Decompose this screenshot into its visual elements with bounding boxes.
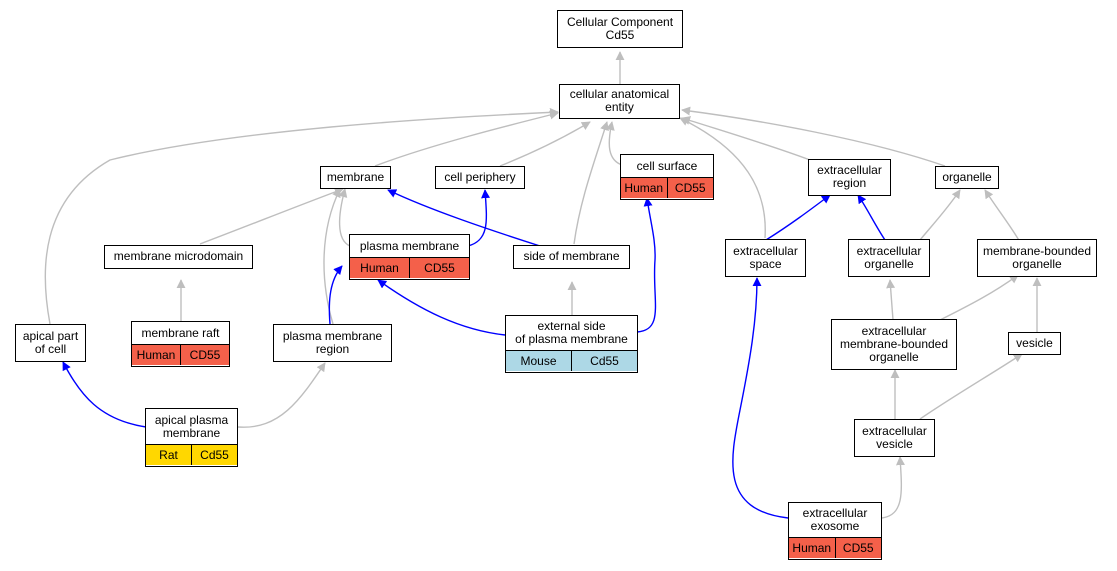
node-apical-part-of-cell[interactable]: apical part of cell — [15, 324, 86, 362]
edge-side-to-membrane — [387, 189, 541, 247]
edge-mbo-to-organelle — [984, 189, 1021, 243]
node-apical-plasma-membrane[interactable]: apical plasma membrane Rat Cd55 — [145, 408, 238, 467]
node-label: membrane-bounded organelle — [982, 243, 1092, 271]
species-tag: Human — [350, 258, 409, 278]
node-extracellular-region[interactable]: extracellular region — [808, 159, 891, 196]
edge-extregion-to-cae — [681, 116, 811, 161]
node-label: extracellular region — [817, 163, 882, 190]
node-plasma-membrane-region[interactable]: plasma membrane region — [273, 324, 392, 362]
edge-extvesicle-to-vesicle — [919, 353, 1023, 420]
node-membrane-raft[interactable]: membrane raft Human CD55 — [131, 321, 230, 367]
node-label: membrane microdomain — [113, 249, 244, 263]
node-plasma-membrane[interactable]: plasma membrane Human CD55 — [349, 234, 470, 280]
node-extracellular-space[interactable]: extracellular space — [725, 239, 806, 277]
node-label: cell surface — [636, 158, 698, 173]
species-tag: Rat — [146, 445, 191, 465]
edge-membrane-to-cae — [374, 110, 559, 167]
edge-extorganelle-to-organelle — [919, 189, 961, 241]
edge-apicalpm-to-apicalpart — [62, 361, 147, 428]
node-label: plasma membrane region — [282, 328, 383, 356]
edge-side-to-cae — [573, 121, 609, 245]
node-side-of-membrane[interactable]: side of membrane — [513, 245, 630, 269]
node-organelle[interactable]: organelle — [935, 166, 999, 189]
node-cell-surface[interactable]: cell surface Human CD55 — [620, 154, 714, 200]
edge-exosome-to-extvesicle — [881, 456, 905, 519]
node-label: extracellular membrane-bounded organelle — [839, 323, 949, 364]
node-extracellular-exosome[interactable]: extracellular exosome Human CD55 — [788, 502, 882, 560]
gene-tag: CD55 — [666, 178, 713, 198]
species-tag: Human — [621, 178, 667, 198]
gene-tag: CD55 — [834, 538, 881, 558]
edge-pmregion-to-plasmamembrane — [328, 265, 343, 325]
node-label: Cellular Component Cd55 — [566, 14, 674, 42]
node-label: cellular anatomical entity — [569, 87, 670, 114]
node-label: external side of plasma membrane — [515, 319, 628, 346]
gene-tag: CD55 — [409, 258, 469, 278]
node-extracellular-organelle[interactable]: extracellular organelle — [848, 239, 930, 277]
edge-plasmamembrane-to-membrane — [338, 188, 351, 247]
node-extracellular-membrane-bounded-organelle[interactable]: extracellular membrane-bounded organelle — [831, 319, 957, 370]
edge-extorganelle-to-extregion — [857, 194, 886, 241]
edge-cellsurface-to-cae — [605, 121, 623, 166]
node-label: apical part of cell — [22, 328, 79, 356]
edge-extside-to-plasmamembrane — [377, 279, 506, 336]
edge-organelle-to-cae — [681, 106, 946, 167]
gene-tag: Cd55 — [571, 351, 637, 371]
edge-extside-to-cellsurface — [636, 197, 657, 333]
gene-tag: Cd55 — [191, 445, 237, 465]
species-tag: Human — [789, 538, 835, 558]
node-label: extracellular exosome — [802, 506, 868, 533]
node-label: side of membrane — [523, 249, 620, 263]
gene-tag: CD55 — [180, 345, 229, 365]
edge-exosome-to-extspace — [732, 277, 789, 519]
node-label: apical plasma membrane — [154, 412, 229, 440]
edge-plasmamembrane-to-periphery — [467, 189, 491, 247]
node-vesicle[interactable]: vesicle — [1008, 332, 1061, 355]
edge-microdomain-to-membrane — [199, 187, 344, 245]
node-membrane-microdomain[interactable]: membrane microdomain — [104, 245, 253, 269]
edge-apical-part-to-cae — [44, 107, 559, 325]
species-tag: Mouse — [506, 351, 571, 371]
node-label: membrane — [326, 169, 385, 184]
edge-embo-to-mbo — [939, 274, 1019, 321]
node-label: vesicle — [1016, 335, 1053, 350]
edge-periphery-to-cae — [499, 121, 591, 167]
edge-apicalpm-to-pmregion — [237, 362, 326, 428]
edge-pmregion-to-membrane — [323, 188, 341, 325]
node-label: extracellular space — [733, 243, 798, 271]
node-label: organelle — [942, 169, 992, 184]
edge-extspace-to-extregion — [765, 194, 831, 241]
node-root-cellular-component[interactable]: Cellular Component Cd55 — [557, 10, 683, 48]
node-label: cell periphery — [444, 169, 516, 184]
species-tag: Human — [132, 345, 180, 365]
node-label: extracellular organelle — [856, 243, 922, 271]
node-membrane[interactable]: membrane — [320, 166, 391, 189]
node-label: membrane raft — [141, 325, 220, 340]
edge-embo-to-extorganelle — [886, 279, 896, 321]
node-label: plasma membrane — [359, 238, 460, 253]
edge-extspace-to-cae — [679, 117, 766, 239]
node-cell-periphery[interactable]: cell periphery — [435, 166, 525, 189]
node-external-side-of-plasma-membrane[interactable]: external side of plasma membrane Mouse C… — [505, 315, 638, 373]
node-label: extracellular vesicle — [862, 423, 927, 451]
node-membrane-bounded-organelle[interactable]: membrane-bounded organelle — [977, 239, 1097, 277]
node-extracellular-vesicle[interactable]: extracellular vesicle — [854, 419, 935, 457]
node-cellular-anatomical-entity[interactable]: cellular anatomical entity — [559, 84, 680, 119]
